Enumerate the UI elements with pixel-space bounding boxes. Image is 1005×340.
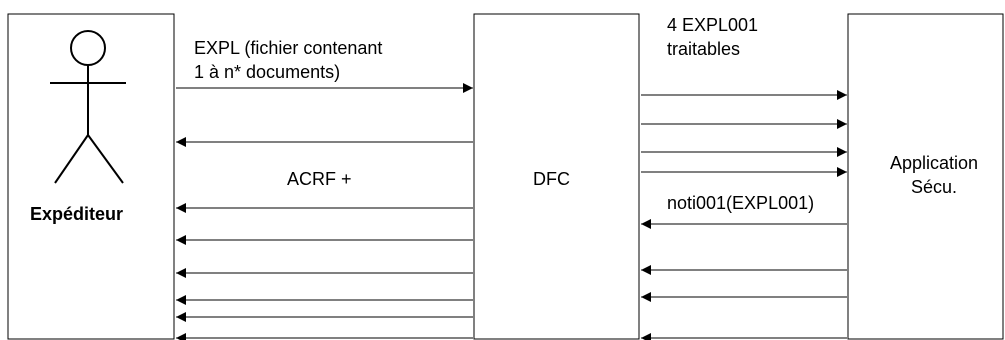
stick-figure-icon [50,30,126,184]
expl001-message-label-line1: 4 EXPL001 [667,15,759,35]
app-box [847,13,1004,340]
app-label-line1: Application [889,153,979,173]
dfc-box [473,13,640,340]
expl001-message-label-line2: traitables [667,39,741,59]
expl-message-label-line1: EXPL (fichier contenant [194,38,383,58]
acrf-message-label: ACRF + [287,169,352,189]
sender-box [7,13,175,340]
app-label-line2: Sécu. [910,177,958,197]
noti-message-label: noti001(EXPL001) [667,193,815,213]
dfc-label: DFC [533,169,570,189]
sender-label: Expéditeur [30,204,124,224]
expl-message-label-line2: 1 à n* documents) [194,62,341,82]
